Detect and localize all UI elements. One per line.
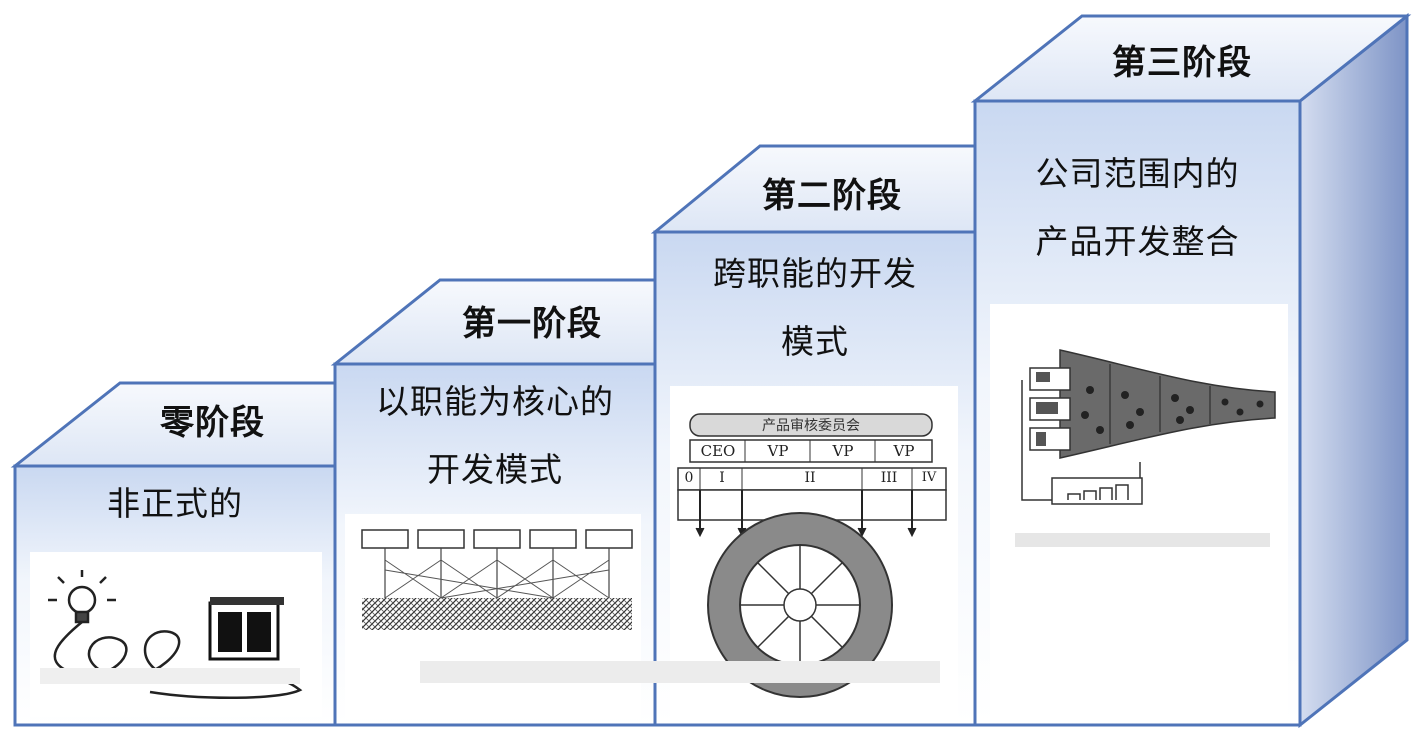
stage-1-description: 以职能为核心的 开发模式 [335,368,655,504]
computer-icon [208,597,284,661]
lightbulb-icon [48,570,116,624]
stage-2-description: 跨职能的开发 模式 [655,240,975,376]
stage-3-desc-line-1: 公司范围内的 [1035,154,1240,193]
stage-2-desc-line-2: 模式 [781,322,849,361]
phase-cell-4: IV [921,470,937,485]
phase-cell-0: 0 [684,470,694,486]
stage-0-description: 非正式的 [15,470,335,538]
stage-2-title: 第二阶段 [762,176,902,216]
phase-cell-1: I [719,470,725,486]
stage-3-title: 第三阶段 [1112,43,1252,83]
stage-2-desc-line-1: 跨职能的开发 [713,254,917,293]
stage-1-title: 第一阶段 [462,304,602,344]
stage-0-desc-line-1: 非正式的 [107,484,243,523]
phase-cell-3: III [880,470,898,486]
stage-3-desc-line-2: 产品开发整合 [1035,222,1240,261]
stage-1-desc-line-2: 开发模式 [427,450,563,489]
picture-panel-stage-3 [990,304,1288,718]
header-cell-vp-1: VP [767,442,789,460]
committee-banner: 产品审核委员会 [762,418,860,434]
integrated-development-illustration [1015,349,1276,547]
header-cell-vp-3: VP [893,442,915,460]
stage-3-description: 公司范围内的 产品开发整合 [975,140,1300,276]
stage-1-desc-line-1: 以职能为核心的 [376,382,614,421]
cross-functional-illustration [677,413,947,698]
header-cell-ceo: CEO [700,442,736,460]
functional-org-illustration [361,529,633,630]
side-face [1298,12,1409,729]
phase-cell-2: II [804,470,816,486]
header-cell-vp-2: VP [832,442,854,460]
stage-0-title: 零阶段 [160,403,265,443]
